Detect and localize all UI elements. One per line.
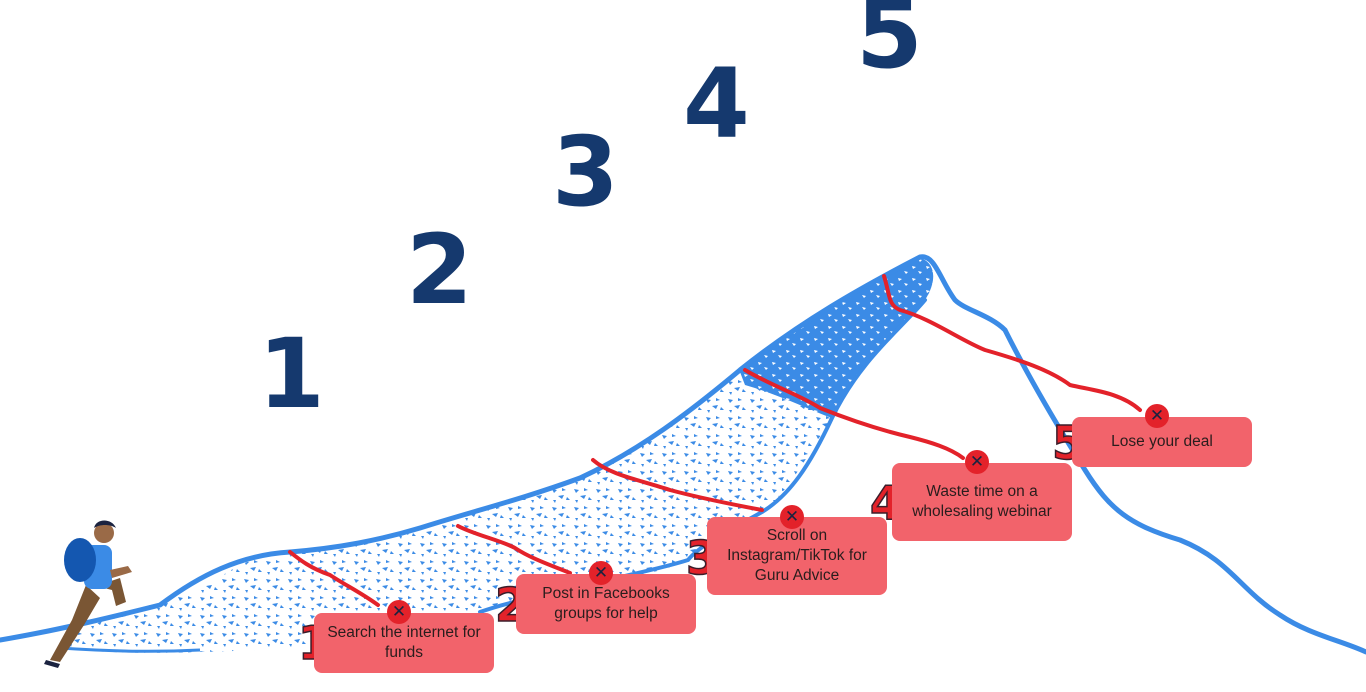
red-path-5 — [882, 274, 1142, 412]
x-icon: ✕ — [1145, 404, 1169, 428]
step-label-4: Waste time on a wholesaling webinar — [912, 483, 1052, 520]
big-number-4: 4 — [683, 48, 750, 160]
step-label-5: Lose your deal — [1111, 433, 1213, 450]
step-card-4: Waste time on a wholesaling webinar — [892, 463, 1072, 541]
step-card-2: Post in Facebooks groups for help — [516, 574, 696, 634]
red-path-1 — [288, 550, 380, 607]
mountain-outline — [0, 254, 1366, 655]
red-path-2 — [456, 524, 572, 575]
big-number-2: 2 — [406, 214, 473, 326]
step-card-1: Search the internet for funds — [314, 613, 494, 673]
mountain-ridge — [740, 258, 934, 418]
red-path-4 — [743, 368, 965, 460]
red-paths — [288, 274, 1142, 607]
step-card-3: Scroll on Instagram/TikTok for Guru Advi… — [707, 517, 887, 595]
big-number-1: 1 — [258, 318, 325, 430]
step-label-1: Search the internet for funds — [327, 624, 481, 661]
big-number-5: 5 — [856, 0, 923, 90]
x-icon: ✕ — [387, 600, 411, 624]
step-label-3: Scroll on Instagram/TikTok for Guru Advi… — [727, 527, 867, 584]
red-path-3 — [591, 458, 764, 512]
step-label-2: Post in Facebooks groups for help — [542, 585, 670, 622]
x-icon: ✕ — [780, 505, 804, 529]
x-icon: ✕ — [965, 450, 989, 474]
ground-line — [59, 646, 201, 653]
hiker-illustration — [44, 520, 132, 668]
big-number-3: 3 — [552, 116, 619, 228]
x-icon: ✕ — [589, 561, 613, 585]
